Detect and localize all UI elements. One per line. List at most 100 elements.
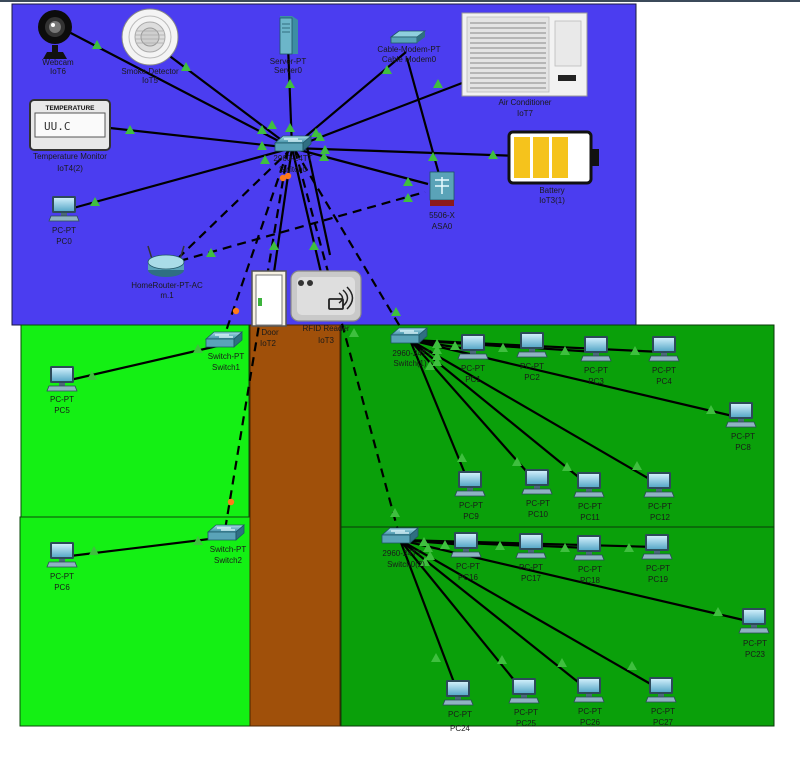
pc-icon[interactable] <box>573 534 605 561</box>
pc-id: PC4 <box>656 377 672 386</box>
pc-label: PC-PT <box>651 707 675 716</box>
pc-icon[interactable] <box>573 471 605 498</box>
switch-a-icon[interactable] <box>390 327 428 344</box>
home-router-icon[interactable] <box>147 245 185 277</box>
pc0-id: PC0 <box>56 237 72 246</box>
pc-icon[interactable] <box>580 335 612 362</box>
rfid-reader-icon[interactable] <box>290 270 362 322</box>
firewall-asa-label: 5506-X <box>429 211 455 220</box>
switch-b-icon[interactable] <box>381 527 419 544</box>
pc-icon[interactable] <box>641 533 673 560</box>
pc-label: PC-PT <box>448 710 472 719</box>
pc0-icon[interactable] <box>48 195 80 222</box>
pc6-icon[interactable] <box>46 541 78 568</box>
switch1-id: Switch1 <box>212 363 241 372</box>
pc-icon[interactable] <box>508 677 540 704</box>
pc-label: PC-PT <box>519 563 543 572</box>
cable-modem-id: Cable Modem0 <box>382 55 437 64</box>
air-conditioner-icon[interactable] <box>461 12 588 97</box>
pc-label: PC-PT <box>578 565 602 574</box>
top-border <box>0 0 800 2</box>
switch2-label: Switch-PT <box>210 545 247 554</box>
pc5-icon[interactable] <box>46 365 78 392</box>
temperature-monitor-id: IoT4(2) <box>57 164 83 173</box>
pc0-label: PC-PT <box>52 226 76 235</box>
pc-icon[interactable] <box>454 470 486 497</box>
pc-label: PC-PT <box>526 499 550 508</box>
smoke-detector-icon[interactable] <box>121 8 179 66</box>
pc-icon[interactable] <box>521 468 553 495</box>
pc-id: PC24 <box>450 724 471 733</box>
webcam-id: IoT6 <box>50 67 67 76</box>
pc-icon[interactable] <box>515 532 547 559</box>
pc-label: PC-PT <box>578 502 602 511</box>
pc-id: PC16 <box>458 573 479 582</box>
pc-id: PC18 <box>580 576 601 585</box>
door-label: Door <box>261 328 279 337</box>
switch-a-label: 2960-24TT <box>392 349 431 358</box>
battery-icon[interactable] <box>507 130 599 185</box>
temperature-screen-value: UU.C <box>44 120 71 133</box>
corridor-zone <box>249 324 341 727</box>
pc-icon[interactable] <box>573 676 605 703</box>
pc-icon[interactable] <box>648 335 680 362</box>
cable-modem-icon[interactable] <box>389 30 427 44</box>
rfid-reader-id: IoT3 <box>318 336 335 345</box>
iot-switch-id: Switch0 <box>279 165 308 174</box>
temperature-monitor-icon[interactable]: TEMPERATURE UU.C <box>29 99 111 151</box>
firewall-asa-id: ASA0 <box>432 222 453 231</box>
switch-b-id: Switch0(2) <box>387 560 425 569</box>
pc-id: PC23 <box>745 650 766 659</box>
server-icon[interactable] <box>279 16 298 55</box>
pc-icon[interactable] <box>442 679 474 706</box>
pc-group-a: PC-PT PC1 PC-PT PC2 PC-PT PC3 PC-PT PC4 … <box>454 331 757 522</box>
left-zone-top <box>20 324 250 518</box>
pc6-id: PC6 <box>54 583 70 592</box>
switch-a-id: Switch(1) <box>393 359 427 368</box>
pc-label: PC-PT <box>648 502 672 511</box>
pc-icon[interactable] <box>725 401 757 428</box>
switch1-icon[interactable] <box>205 331 243 348</box>
cable-modem-label: Cable-Modem-PT <box>377 45 440 54</box>
pc-group-b: PC-PT PC16 PC-PT PC17 PC-PT PC18 PC-PT P… <box>442 531 770 733</box>
pc-id: PC8 <box>735 443 751 452</box>
home-router-label: HomeRouter-PT-AC <box>131 281 203 290</box>
pc-id: PC19 <box>648 575 669 584</box>
pc-icon[interactable] <box>643 471 675 498</box>
right-zone-bottom <box>340 526 775 727</box>
pc-id: PC11 <box>580 513 600 522</box>
door-icon[interactable] <box>251 270 287 327</box>
pc-id: PC27 <box>653 718 674 727</box>
pc-label: PC-PT <box>652 366 676 375</box>
air-conditioner-id: IoT7 <box>517 109 534 118</box>
pc-id: PC2 <box>524 373 540 382</box>
pc-id: PC12 <box>650 513 671 522</box>
pc-id: PC10 <box>528 510 549 519</box>
battery-label: Battery <box>539 186 564 195</box>
pc-icon[interactable] <box>516 331 548 358</box>
webcam-icon[interactable] <box>38 10 72 59</box>
iot-switch-icon[interactable] <box>274 135 312 152</box>
server-id: Server0 <box>274 66 303 75</box>
pc-label: PC-PT <box>461 364 485 373</box>
server-label: Server-PT <box>270 57 307 66</box>
pc-icon[interactable] <box>645 676 677 703</box>
pc-label: PC-PT <box>584 366 608 375</box>
home-router-id: m.1 <box>160 291 174 300</box>
pc-label: PC-PT <box>578 707 602 716</box>
firewall-asa-icon[interactable] <box>429 171 455 206</box>
air-conditioner-label: Air Conditioner <box>499 98 552 107</box>
smoke-detector-id: IoT5 <box>142 76 159 85</box>
pc-icon[interactable] <box>738 607 770 634</box>
pc-label: PC-PT <box>520 362 544 371</box>
iot-switch-label: 2960-24TT <box>273 154 312 163</box>
switch2-icon[interactable] <box>207 524 245 541</box>
pc5-label: PC-PT <box>50 395 74 404</box>
pc-id: PC25 <box>516 719 537 728</box>
pc-icon[interactable] <box>457 333 489 360</box>
pc-icon[interactable] <box>450 531 482 558</box>
door-id: IoT2 <box>260 339 277 348</box>
pc-label: PC-PT <box>743 639 767 648</box>
pc6-label: PC-PT <box>50 572 74 581</box>
